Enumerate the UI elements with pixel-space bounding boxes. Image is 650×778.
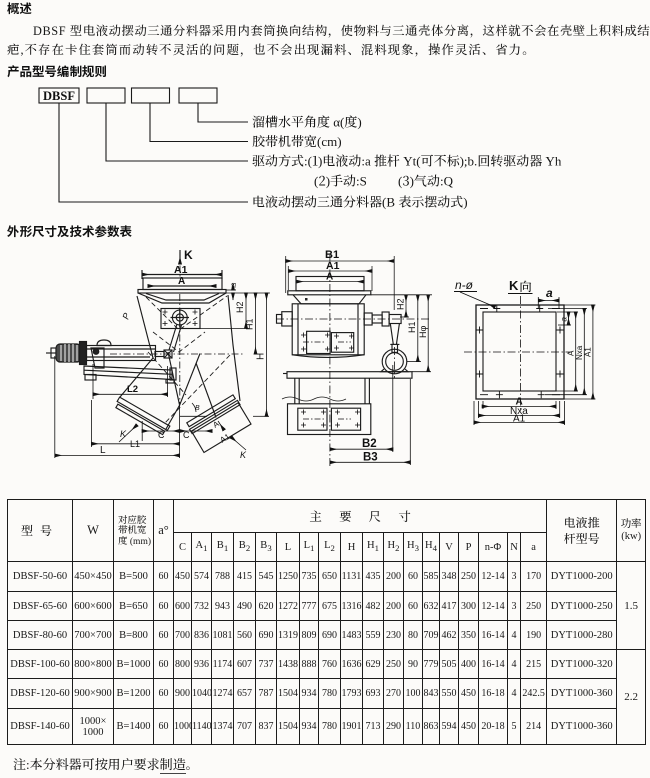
svg-text:B2: B2	[362, 438, 377, 450]
svg-text:A: A	[178, 276, 185, 287]
svg-text:K: K	[509, 278, 519, 293]
svg-text:H1: H1	[245, 318, 255, 330]
svg-text:A: A	[567, 350, 576, 356]
svg-text:H2: H2	[235, 301, 245, 313]
svg-text:电液动摆动三通分料器(B 表示摆动式): 电液动摆动三通分料器(B 表示摆动式)	[252, 192, 468, 211]
svg-text:C: C	[158, 430, 165, 440]
svg-text:P: P	[120, 312, 131, 321]
svg-text:B1: B1	[325, 249, 339, 261]
svg-text:DBSF: DBSF	[43, 89, 75, 103]
svg-text:B3: B3	[363, 452, 378, 464]
svg-text:向: 向	[520, 277, 533, 295]
svg-text:C: C	[183, 430, 190, 440]
svg-text:H3: H3	[232, 282, 238, 290]
svg-text:n-ø: n-ø	[455, 278, 474, 292]
svg-text:Nxa: Nxa	[575, 345, 584, 360]
svg-text:A1: A1	[326, 260, 340, 272]
svg-text:(3)气动:Q: (3)气动:Q	[398, 171, 454, 190]
svg-text:驱动方式:(1)电液动:a 推杆 Yt(可不标);b.回转驱: 驱动方式:(1)电液动:a 推杆 Yt(可不标);b.回转驱动器 Yh	[252, 151, 562, 170]
svg-text:A: A	[516, 397, 523, 408]
svg-text:B: B	[195, 405, 200, 412]
svg-text:K: K	[120, 429, 127, 439]
svg-text:A: A	[211, 419, 221, 430]
svg-text:H2: H2	[396, 298, 406, 310]
svg-text:Nxa: Nxa	[510, 406, 528, 417]
svg-text:H: H	[256, 353, 267, 360]
svg-text:K: K	[184, 248, 193, 262]
svg-text:H1: H1	[407, 321, 417, 333]
svg-text:a: a	[546, 286, 553, 300]
svg-text:L: L	[100, 445, 106, 456]
svg-text:A1: A1	[584, 347, 593, 357]
svg-text:K: K	[240, 450, 247, 460]
svg-text:溜槽水平角度 α(度): 溜槽水平角度 α(度)	[252, 112, 362, 131]
svg-text:(2)手动:S: (2)手动:S	[314, 171, 367, 190]
svg-text:Hφ: Hφ	[418, 326, 428, 338]
svg-text:A: A	[326, 272, 333, 283]
svg-text:A1: A1	[513, 414, 526, 425]
svg-text:A1: A1	[174, 264, 188, 276]
svg-text:L1: L1	[130, 439, 140, 449]
svg-text:L2: L2	[127, 384, 138, 395]
svg-text:a: a	[560, 317, 569, 322]
svg-text:胶带机带宽(cm): 胶带机带宽(cm)	[252, 131, 342, 150]
